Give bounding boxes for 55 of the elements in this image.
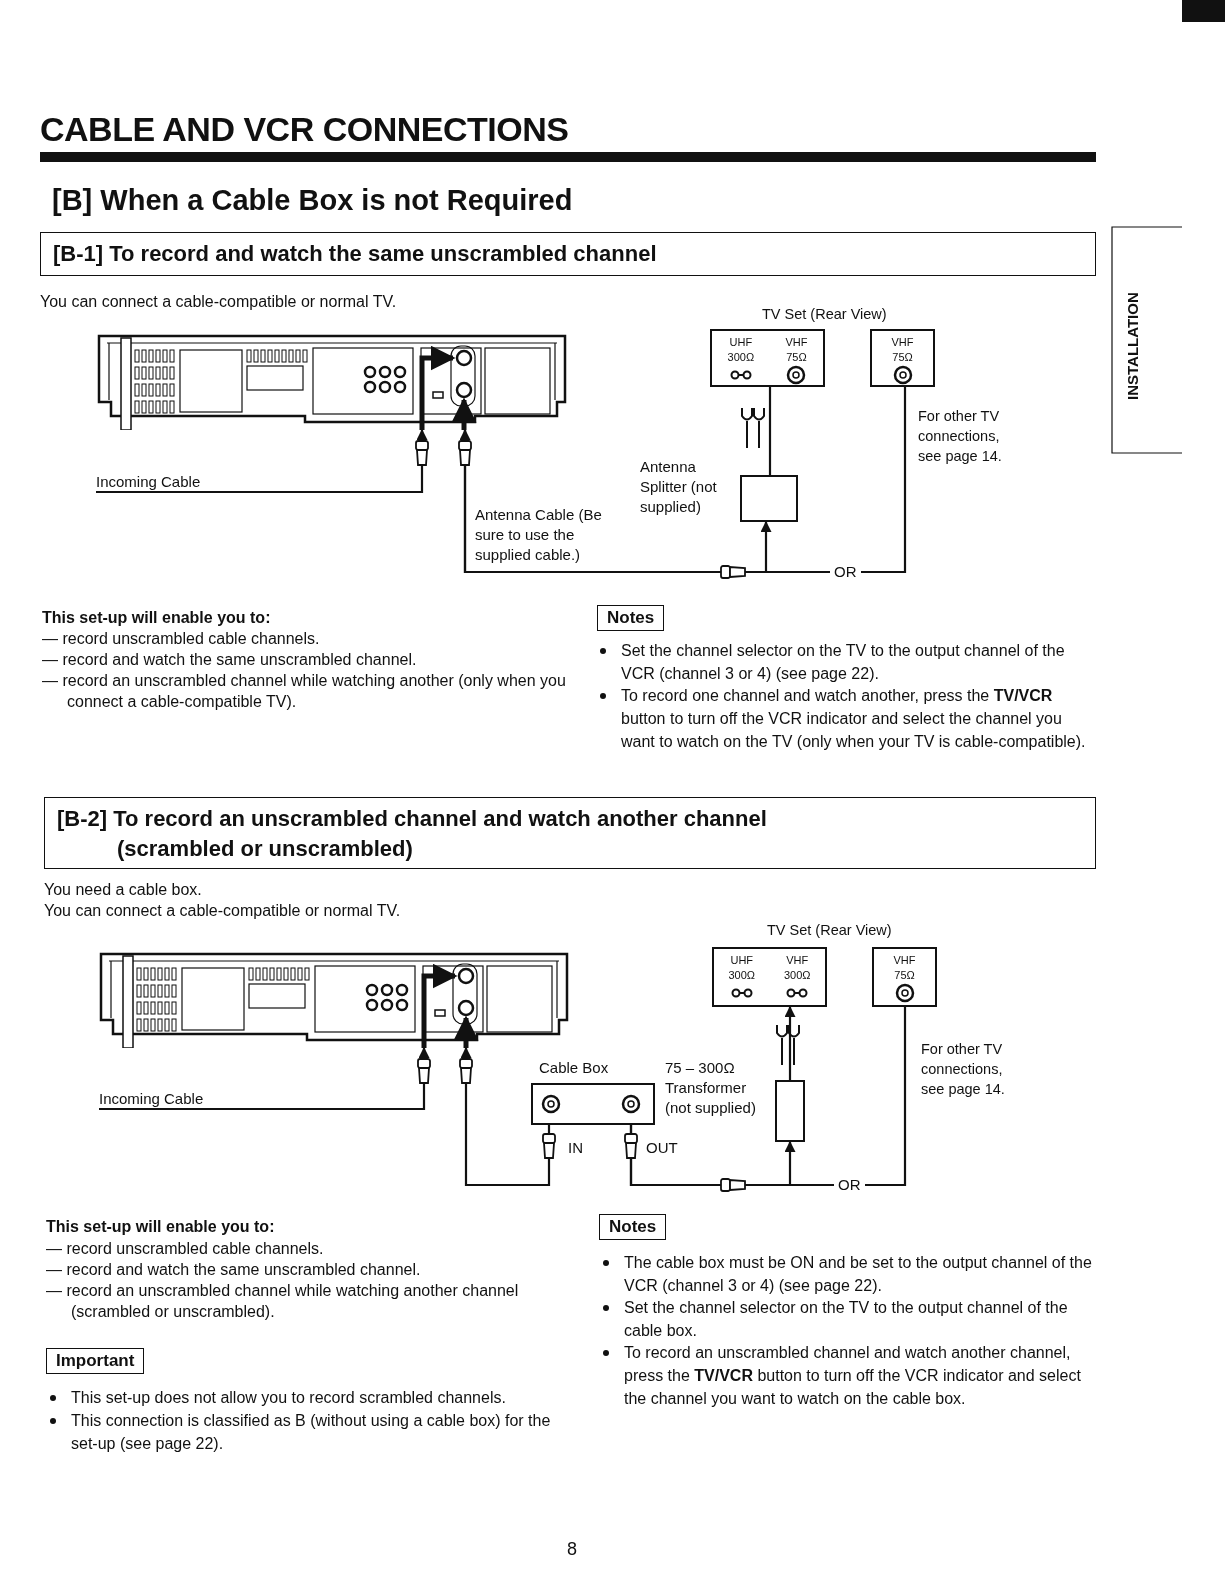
notes-heading: Notes xyxy=(599,1214,667,1240)
terminal-label: VHF 75Ω xyxy=(891,335,914,365)
list-item: — record unscrambled cable channels. xyxy=(42,629,321,649)
bullet-item: The cable box must be ON and be set to the output channel of the VCR (channel 3 or 4) (see page 22). xyxy=(624,1253,1093,1296)
terminal-label: VHF 75Ω xyxy=(893,953,916,983)
port-label: OUT xyxy=(646,1138,678,1158)
bullet-item: Set the channel selector on the TV to the output channel of the cable box. xyxy=(624,1298,1069,1341)
tv-terminal-panel xyxy=(870,329,935,387)
cable-line xyxy=(99,1046,430,1111)
notes-heading: Notes xyxy=(597,605,665,631)
port-label: IN xyxy=(568,1138,583,1158)
tv-terminal-panel xyxy=(712,947,827,1007)
terminal-label: VHF 300Ω xyxy=(783,953,811,983)
cable-line xyxy=(463,387,907,574)
device-label: Antenna Splitter (not supplied) xyxy=(640,457,718,517)
page-title: CABLE AND VCR CONNECTIONS xyxy=(40,110,569,149)
list-item: — record and watch the same unscrambled channel. xyxy=(46,1260,422,1280)
bullet-item: This set-up does not allow you to record scrambled channels. xyxy=(71,1388,507,1408)
bullet-item: To record an unscrambled channel and watch another channel, press the TV/VCR button to turn off the VCR indicator and select the channel you want to watch on the cable box. xyxy=(624,1343,1082,1409)
device-label: Cable Box xyxy=(539,1058,610,1078)
cable-line xyxy=(768,387,772,475)
terminal-label: UHF 300Ω xyxy=(728,953,756,983)
side-tab-label: INSTALLATION xyxy=(1124,292,1141,400)
note-text: For other TV connections, see page 14. xyxy=(921,1040,1006,1099)
section-heading: [B] When a Cable Box is not Required xyxy=(52,184,573,217)
list-item: — record an unscrambled channel while watching another (only when you connect a cable-compatible TV). xyxy=(42,671,567,712)
tv-terminal-panel xyxy=(872,947,937,1007)
bullet-item: Set the channel selector on the TV to the output channel of the VCR (channel 3 or 4) (see page 22). xyxy=(621,641,1066,684)
device-label: 75 – 300Ω Transformer (not supplied) xyxy=(665,1058,757,1118)
list-item: — record unscrambled cable channels. xyxy=(46,1239,325,1259)
cable-line xyxy=(96,428,428,494)
cable-line xyxy=(784,1005,796,1080)
page-number: 8 xyxy=(567,1539,577,1560)
subsection-heading: [B-2] To record an unscrambled channel and watch another channel (scrambled or unscrambled) xyxy=(44,797,1096,869)
list-item: — record and watch the same unscrambled channel. xyxy=(42,650,418,670)
bullet-item: To record one channel and watch another, press the TV/VCR button to turn off the VCR indicator and select the channel you want to watch on the TV (only when your TV is cable-compatible). xyxy=(621,686,1087,752)
tv-terminal-panel xyxy=(710,329,825,387)
cable-label: Incoming Cable xyxy=(96,472,246,492)
cable-label: Incoming Cable xyxy=(99,1089,249,1109)
list-item: — record an unscrambled channel while watching another channel (scrambled or unscrambled). xyxy=(46,1281,520,1322)
subsection-heading: [B-1] To record and watch the same unscrambled channel xyxy=(40,232,1096,276)
bullet-item: This connection is classified as B (without using a cable box) for the set-up (see page 22). xyxy=(71,1411,552,1454)
terminal-label: UHF 300Ω xyxy=(727,335,755,365)
intro-text: You can connect a cable-compatible or normal TV. xyxy=(40,292,397,312)
terminal-label: VHF 75Ω xyxy=(785,335,808,365)
important-heading: Important xyxy=(46,1348,145,1374)
list-heading: This set-up will enable you to: xyxy=(46,1218,275,1236)
caption-text: TV Set (Rear View) xyxy=(767,921,892,940)
cable-line xyxy=(460,1046,551,1187)
note-text: For other TV connections, see page 14. xyxy=(918,407,1003,466)
cable-line xyxy=(629,1007,907,1187)
intro-text: You need a cable box. xyxy=(44,880,202,900)
intro-text: You can connect a cable-compatible or normal TV. xyxy=(44,901,401,921)
caption-text: TV Set (Rear View) xyxy=(762,305,887,324)
list-heading: This set-up will enable you to: xyxy=(42,609,271,627)
